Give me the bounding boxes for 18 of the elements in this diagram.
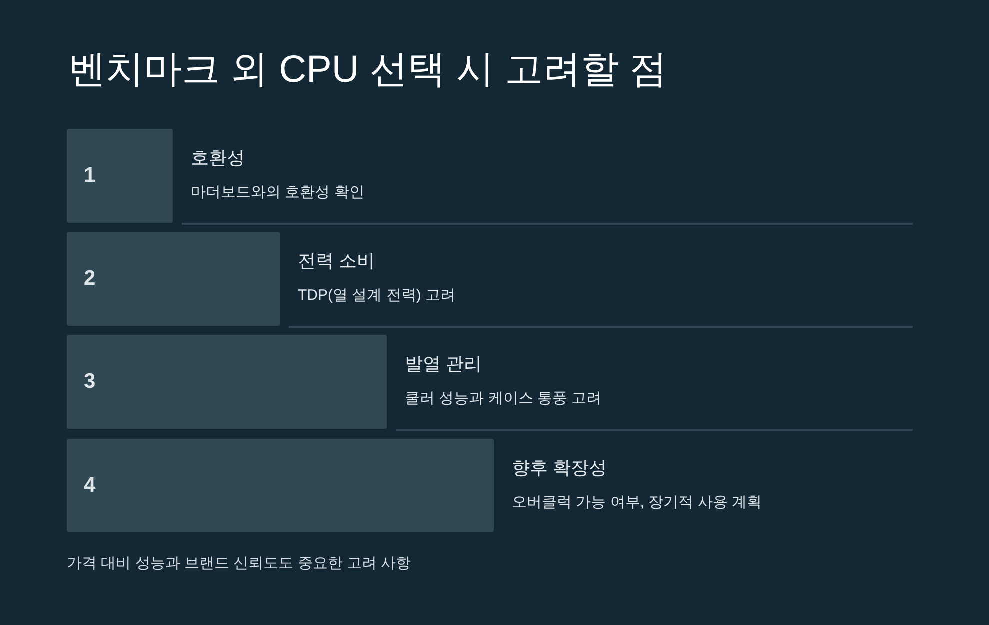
step-description: 쿨러 성능과 케이스 통풍 고려 [405,389,602,408]
step-heading: 전력 소비 [298,250,376,272]
step-number: 3 [84,370,96,394]
step-heading: 발열 관리 [405,353,482,375]
step-heading: 향후 확장성 [512,457,608,479]
step-number: 2 [84,267,96,291]
step-number: 4 [84,474,96,498]
footnote-text: 가격 대비 성능과 브랜드 신뢰도도 중요한 고려 사항 [67,554,412,573]
step-box [67,232,280,326]
step-box [67,439,494,532]
step-box [67,335,387,429]
step-description: 오버클럭 가능 여부, 장기적 사용 계획 [512,493,762,512]
step-box [67,129,173,223]
step-number: 1 [84,164,96,188]
step-heading: 호환성 [191,147,245,169]
step-description: TDP(열 설계 전력) 고려 [298,286,456,305]
step-description: 마더보드와의 호환성 확인 [191,183,364,202]
diagram-title: 벤치마크 외 CPU 선택 시 고려할 점 [68,48,668,93]
